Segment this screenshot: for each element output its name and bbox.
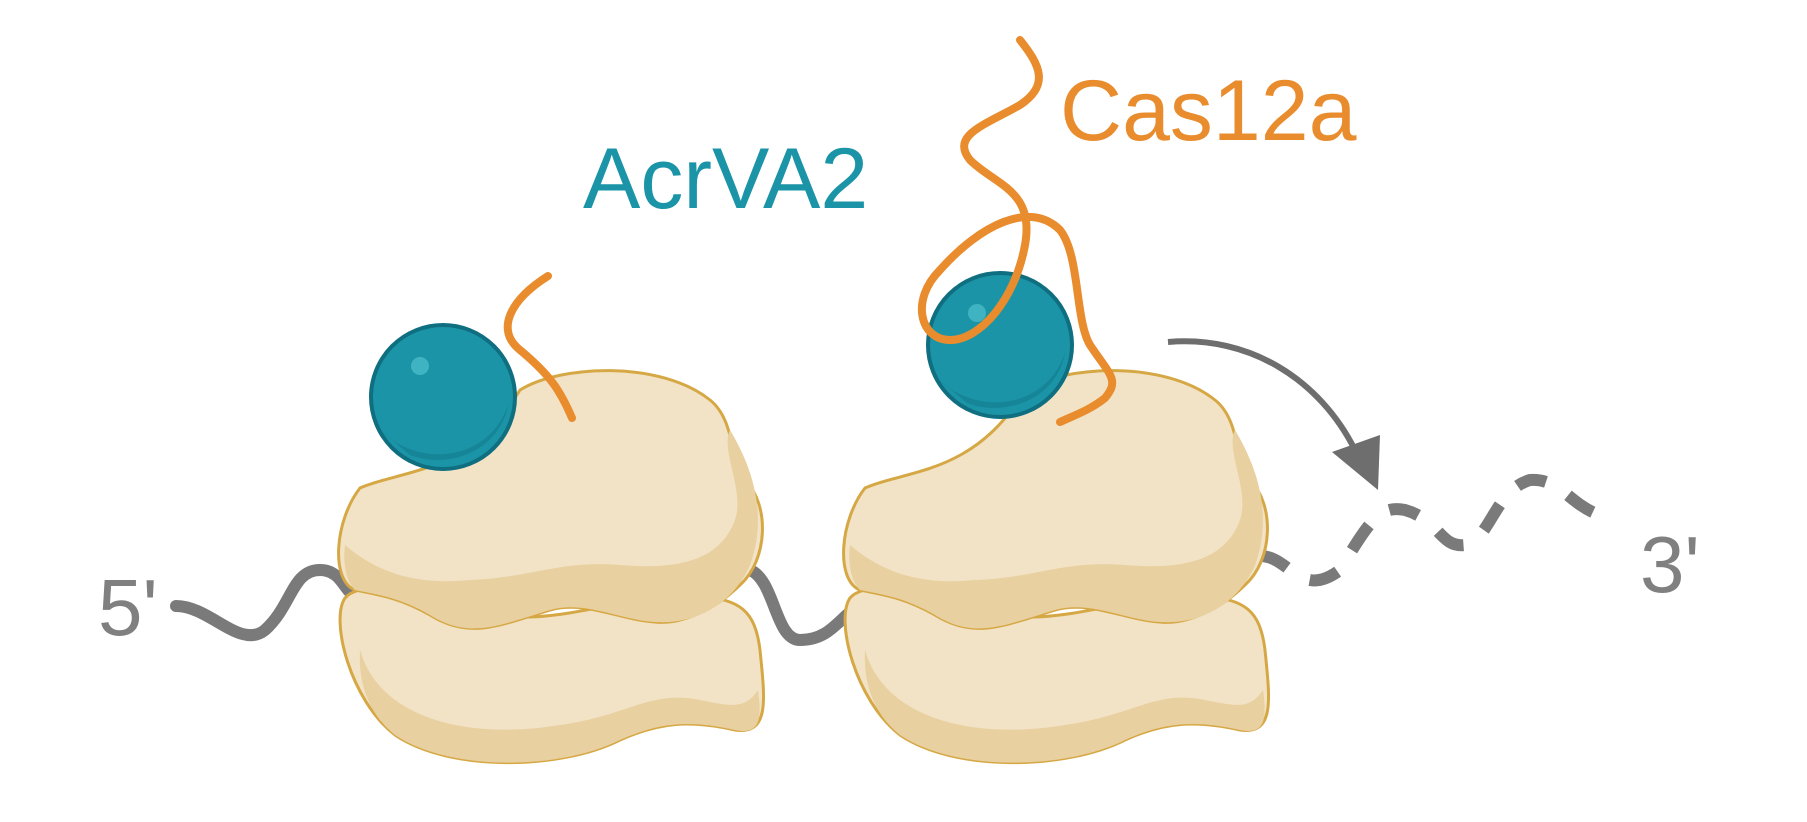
ribosome-icon: [337, 369, 766, 765]
mrna-strand-dashed: [1259, 473, 1603, 587]
nascent-peptide-icon: [503, 272, 576, 422]
mrna-strand-solid: [170, 563, 856, 647]
acr-protein-sphere-icon: [369, 323, 517, 471]
acr-label: AcrVA2: [583, 131, 868, 227]
acr-protein-sphere-icon: [926, 271, 1074, 419]
ribosome-icon: [842, 369, 1271, 765]
curved-arrow-icon: [1167, 338, 1380, 490]
cas-label: Cas12a: [1060, 63, 1357, 159]
five-prime-label: 5': [98, 563, 158, 652]
nascent-peptide-icon: [918, 36, 1117, 426]
three-prime-label: 3': [1640, 520, 1700, 609]
